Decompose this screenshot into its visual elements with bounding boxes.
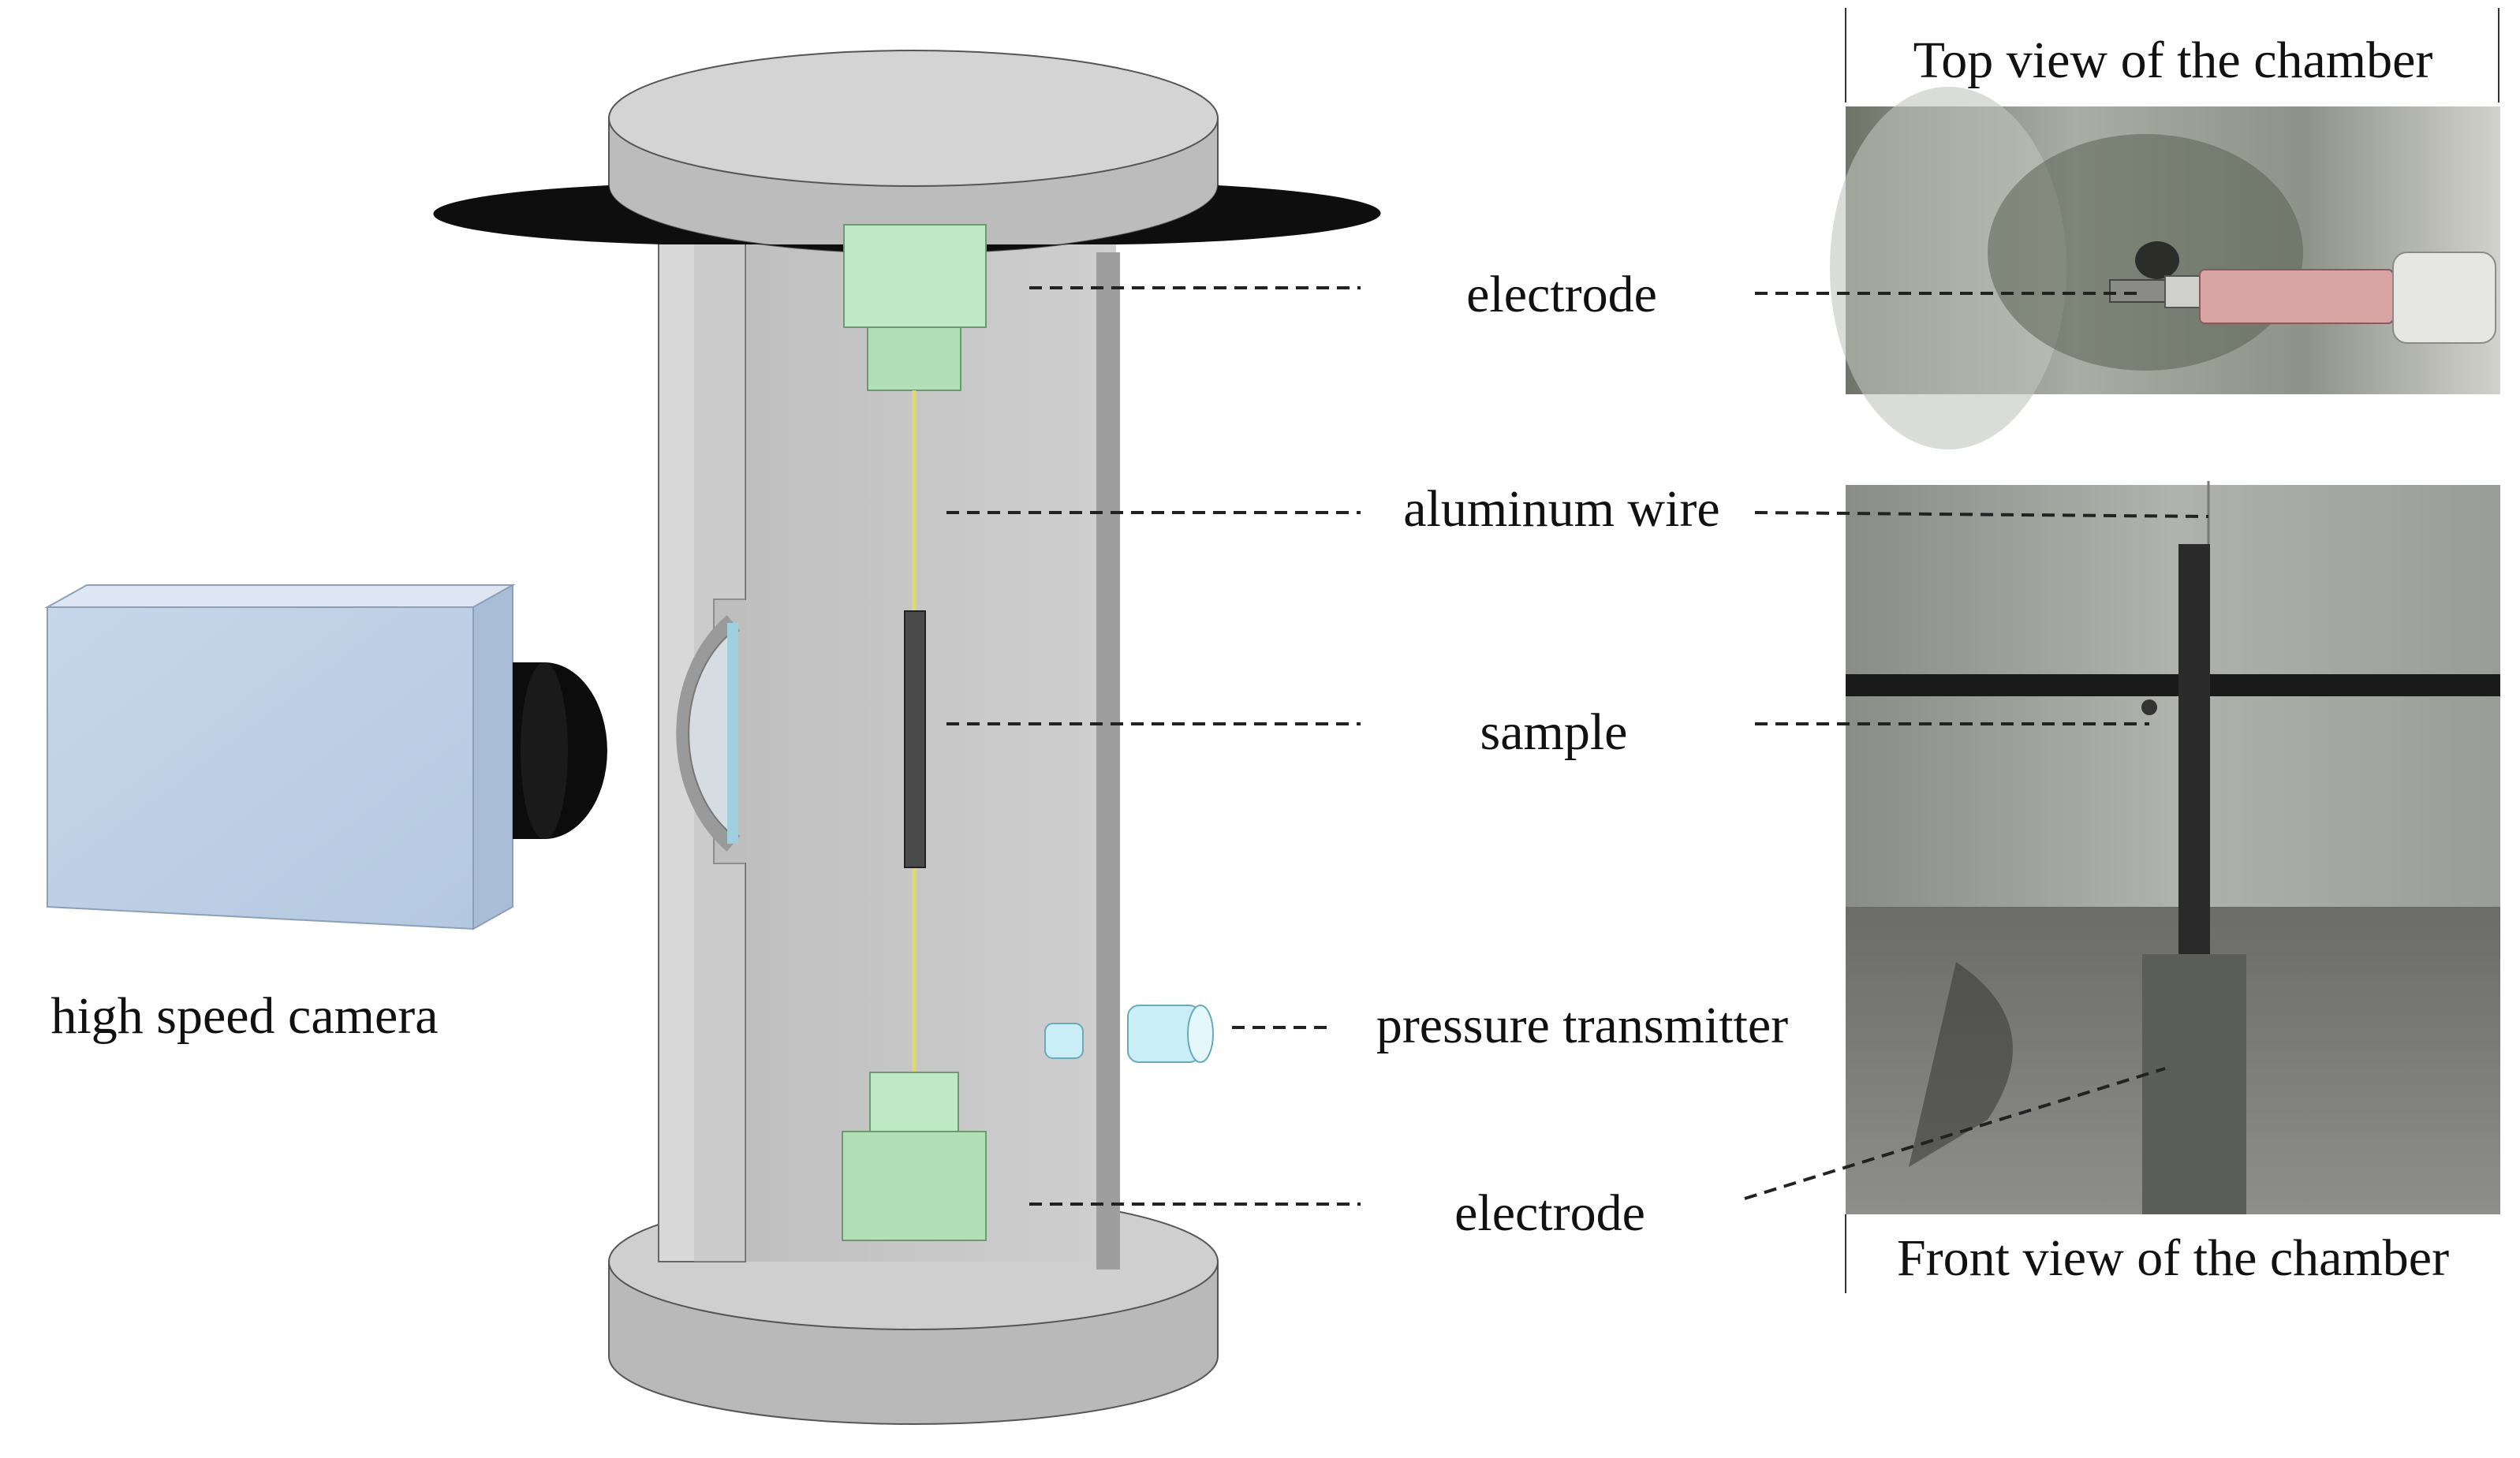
bottom-electrode xyxy=(842,1072,987,1241)
high-speed-camera xyxy=(44,584,607,930)
top-view-electrode-mount xyxy=(2392,252,2496,344)
leader-electrode-bottom-photo xyxy=(1744,1067,2166,1200)
bottom-electrode-body xyxy=(842,1131,987,1241)
label-electrode-bottom: electrode xyxy=(1454,1184,1645,1242)
front-view-rail xyxy=(1846,674,2500,696)
leader-lines xyxy=(946,286,2209,1206)
label-sample: sample xyxy=(1480,703,1628,761)
pressure-transmitter xyxy=(1044,1005,1214,1063)
label-pressure-transmitter: pressure transmitter xyxy=(1376,997,1788,1054)
top-electrode-tip xyxy=(867,326,961,391)
top-view-chamber-wall xyxy=(1830,87,2066,449)
top-view-center-hole xyxy=(2135,241,2179,279)
top-view-caption: Top view of the chamber xyxy=(1913,32,2433,89)
leader-aluminum-wire-photo xyxy=(1754,511,2209,518)
right-wall-edge xyxy=(1096,252,1120,1270)
front-view-photo xyxy=(1845,481,2500,1293)
label-aluminum-wire: aluminum wire xyxy=(1403,480,1719,538)
label-electrode-top: electrode xyxy=(1466,266,1657,323)
window-glass xyxy=(688,628,734,838)
viewing-window xyxy=(676,615,741,852)
window-edge xyxy=(727,623,738,844)
label-camera: high speed camera xyxy=(50,987,438,1045)
chamber xyxy=(433,50,1381,1425)
top-electrode-body xyxy=(843,224,987,328)
pressure-transmitter-fitting xyxy=(1044,1023,1084,1059)
camera-side-face xyxy=(472,584,513,930)
front-view-sample-rod xyxy=(2178,544,2210,954)
top-view-electrode-collar xyxy=(2164,275,2201,308)
front-view-bolt xyxy=(2141,699,2157,715)
top-flange-top xyxy=(608,50,1219,187)
pressure-transmitter-face xyxy=(1187,1005,1214,1063)
camera-lens-rim xyxy=(521,662,568,839)
sample xyxy=(904,610,926,868)
front-view-shadow xyxy=(1909,962,2013,1167)
camera-top-face xyxy=(44,584,516,608)
window-frame xyxy=(676,615,741,852)
top-view-electrode-insulator xyxy=(2199,269,2394,324)
front-view-electrode-spring xyxy=(2142,954,2246,1214)
front-view-caption: Front view of the chamber xyxy=(1897,1229,2449,1287)
top-electrode xyxy=(843,224,987,391)
top-view-electrode-tip xyxy=(2109,279,2166,303)
top-view-photo xyxy=(1830,8,2500,449)
top-flange-underside xyxy=(433,185,1381,253)
camera-front-face xyxy=(47,606,474,930)
